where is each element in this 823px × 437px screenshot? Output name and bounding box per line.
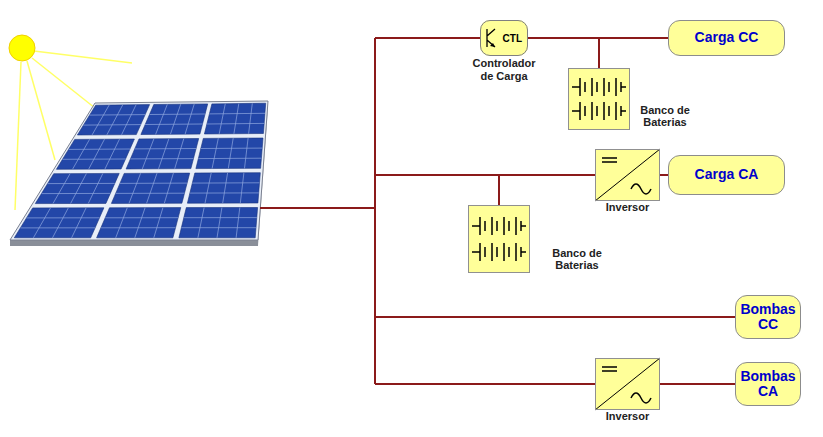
- pv-cell-grid: [20, 208, 99, 238]
- battery-fill: [468, 205, 530, 273]
- pv-cell-grid: [42, 174, 115, 204]
- wire-connector: [528, 38, 599, 68]
- pv-cell-grid: [207, 103, 265, 133]
- inverter-glyph: [595, 358, 660, 410]
- solar-panel: [10, 101, 268, 246]
- pv-cell-grid: [198, 138, 262, 168]
- pv-cell-grid: [181, 208, 256, 238]
- sun-ray: [34, 51, 132, 63]
- component-label: Banco de Baterias: [545, 247, 609, 272]
- wire-connector: [660, 174, 668, 176]
- pv-module: [126, 139, 199, 170]
- pv-cell-grid: [116, 173, 187, 203]
- inverter: Inversor: [595, 149, 660, 201]
- pv-module: [77, 105, 149, 135]
- battery-symbol: [468, 205, 530, 273]
- load-box: Carga CC: [668, 20, 785, 56]
- pv-cell-grid: [130, 139, 196, 169]
- panel-frame: [10, 101, 268, 240]
- battery-cells: [472, 243, 526, 261]
- pv-module: [196, 138, 263, 169]
- inverter-symbol: [595, 358, 660, 410]
- pump-box: Bombas CC: [735, 295, 801, 339]
- panel-edge: [10, 240, 258, 246]
- controller-fill: [480, 20, 528, 56]
- pv-module: [141, 104, 208, 135]
- battery-bank: Banco de Baterias: [468, 205, 530, 273]
- sun-disc: [9, 35, 35, 61]
- pump-name: Bombas CA: [740, 369, 795, 400]
- controller-code: CTL: [503, 33, 522, 44]
- pump-box: Bombas CA: [735, 362, 801, 406]
- pv-module: [14, 208, 104, 238]
- inverter: Inversor: [595, 358, 660, 410]
- battery-bank: Banco de Baterias: [568, 68, 630, 130]
- component-label: Banco de Baterias: [633, 104, 697, 129]
- sun-ray: [15, 62, 21, 210]
- component-label: Inversor: [606, 410, 649, 423]
- component-label: Controlador de Carga: [473, 57, 536, 82]
- pv-module: [111, 173, 189, 203]
- battery-cells: [472, 217, 526, 235]
- pump-name: Bombas CC: [740, 302, 795, 333]
- transistor-symbol: [487, 29, 495, 47]
- pv-module: [187, 173, 260, 204]
- component-label: Inversor: [606, 201, 649, 214]
- charge-controller-symbol: [480, 20, 528, 56]
- sun-ray: [32, 58, 100, 112]
- pv-cell-grid: [190, 173, 260, 203]
- battery-cells: [572, 102, 626, 120]
- battery-symbol: [568, 68, 630, 130]
- inverter-symbol: [595, 149, 660, 201]
- pv-cell-grid: [63, 139, 131, 169]
- inverter-fill: [595, 149, 660, 201]
- load-box: Carga CA: [668, 155, 785, 195]
- charge-controller: CTLControlador de Carga: [480, 20, 528, 56]
- pv-cell-grid: [101, 208, 178, 238]
- load-name: Carga CA: [695, 167, 759, 182]
- pv-module: [204, 103, 265, 134]
- transistor-arrow: [490, 43, 495, 47]
- wire-connector: [499, 175, 595, 205]
- inverter-glyph: [595, 149, 660, 201]
- inverter-fill: [595, 358, 660, 410]
- bus-wire: [260, 38, 735, 384]
- load-name: Carga CC: [695, 30, 759, 45]
- pv-module: [97, 208, 181, 238]
- pv-module: [35, 173, 119, 203]
- pv-module: [56, 139, 134, 169]
- wire-connector: [660, 383, 735, 385]
- battery-cells: [572, 78, 626, 96]
- sun-ray: [27, 61, 55, 160]
- pv-cell-grid: [145, 104, 205, 134]
- battery-fill: [568, 68, 630, 130]
- pv-cell-grid: [84, 105, 146, 135]
- pv-module: [179, 208, 258, 238]
